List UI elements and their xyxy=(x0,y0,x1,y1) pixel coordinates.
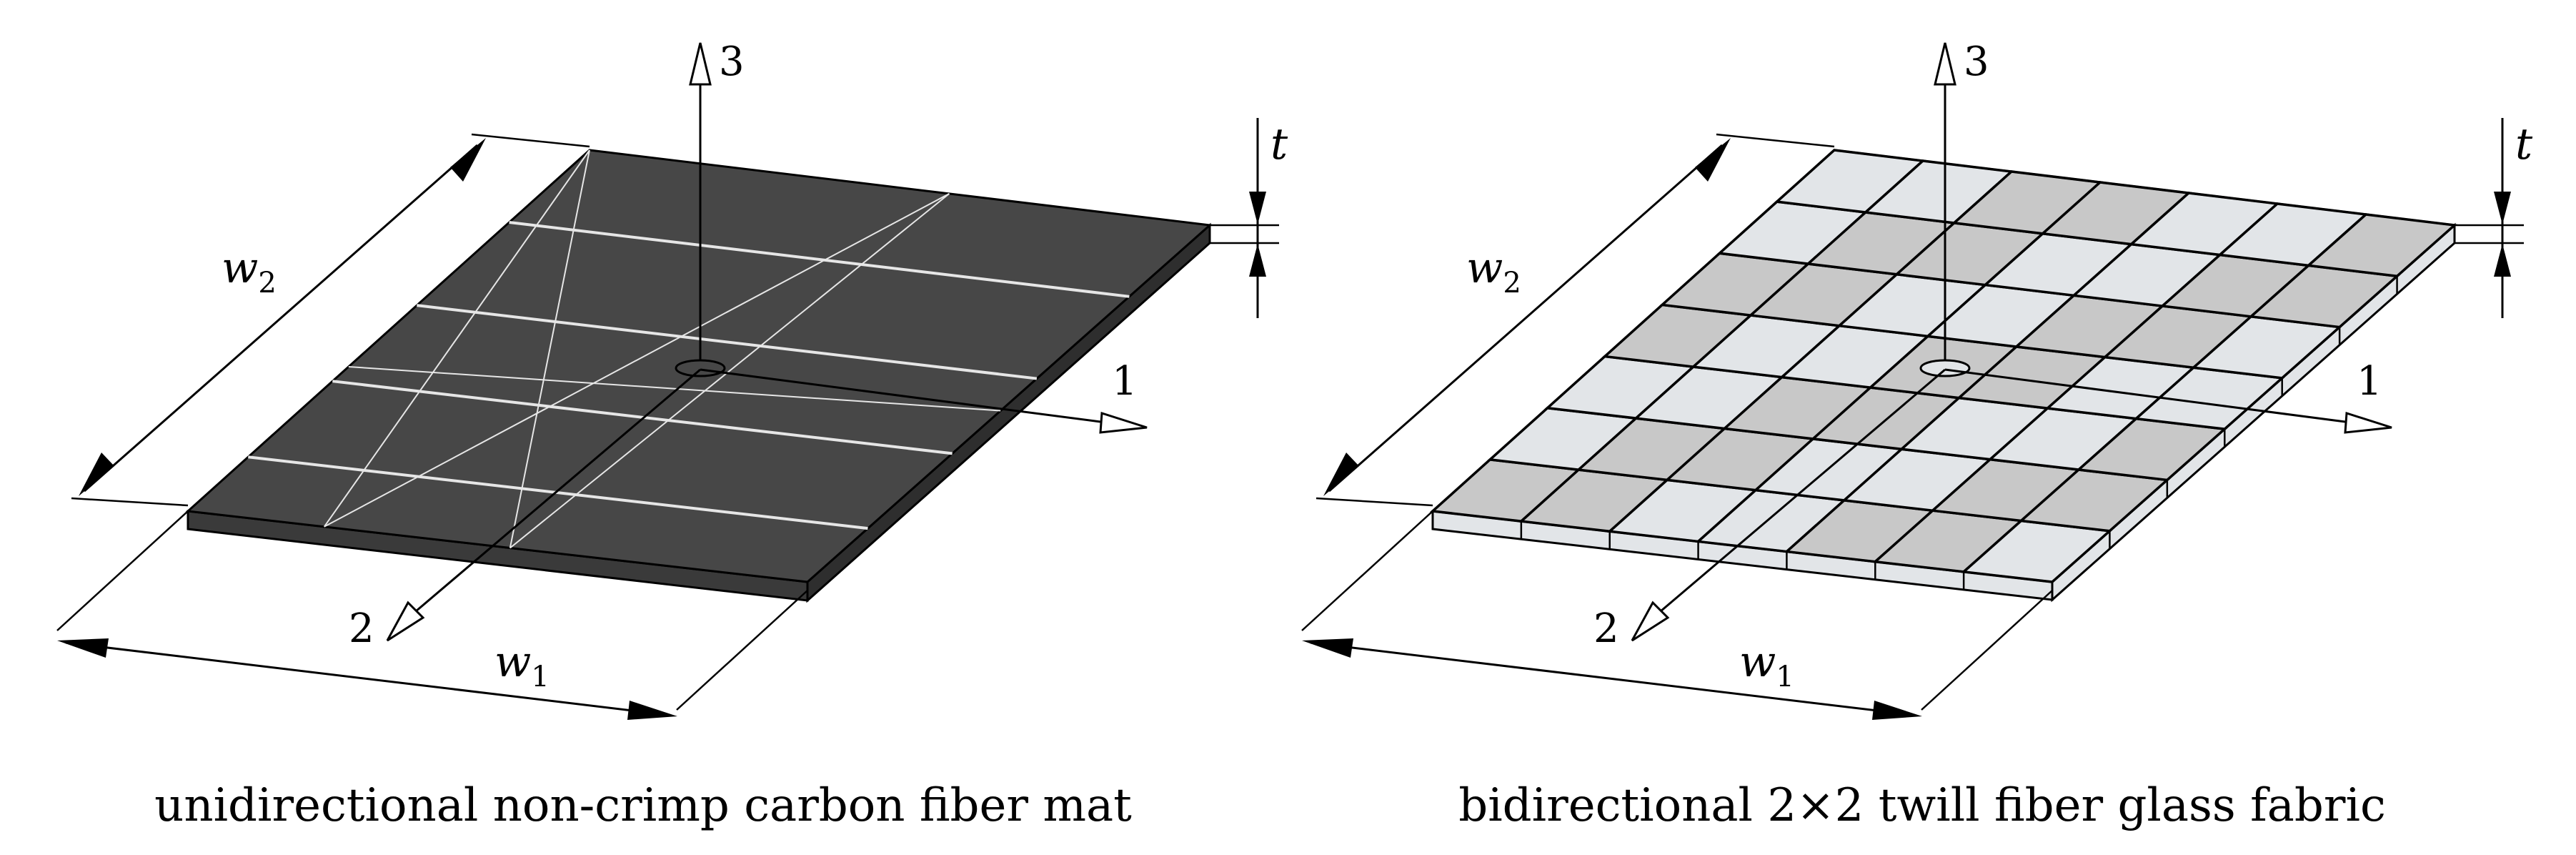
left-w1-label: w1 xyxy=(494,637,549,693)
right-axis-3-arrowhead xyxy=(1934,42,1956,86)
right-axis-3-label: 3 xyxy=(1964,39,1989,85)
right-axis-2-line xyxy=(1660,368,1946,613)
right-w1-arrow-b xyxy=(1872,701,1922,720)
left-axis-2-label: 2 xyxy=(349,606,374,652)
stitch-line xyxy=(323,149,590,528)
right-fabric-tiles xyxy=(1429,149,2458,603)
right-panel: 3 1 2 w1 w2 t bidirectional 2×2 twill f xyxy=(1301,39,2533,832)
left-t-arrow-bottom xyxy=(1249,244,1266,277)
stitch-line xyxy=(348,366,1001,412)
left-axis-2-line xyxy=(415,368,701,613)
left-w2-arrow-a xyxy=(79,453,114,496)
right-t-label: t xyxy=(2515,119,2533,169)
right-axis-2-label: 2 xyxy=(1593,606,1619,652)
right-w2-extension-b xyxy=(1716,133,1835,148)
right-w1-label: w1 xyxy=(1739,637,1794,693)
left-w2-arrow-b xyxy=(450,138,486,182)
left-w1-arrow-a xyxy=(57,638,109,658)
left-w1-dimension-line xyxy=(65,641,669,716)
right-w2-label: w2 xyxy=(1466,243,1521,300)
right-t-arrow-top xyxy=(2494,192,2511,224)
left-axis-3-label: 3 xyxy=(719,39,745,85)
right-t-arrow-bottom xyxy=(2494,244,2511,277)
left-w2-extension-b xyxy=(471,133,590,148)
right-w1-extension-a xyxy=(1301,510,1433,631)
fiber-line xyxy=(332,380,953,455)
right-w2-arrow-a xyxy=(1323,453,1359,496)
left-w2-dimension-line xyxy=(84,144,478,493)
left-t-arrow-top xyxy=(1249,192,1266,224)
left-axis-1-arrowhead xyxy=(1099,411,1148,434)
stitch-line xyxy=(509,193,950,549)
right-axis-1-label: 1 xyxy=(2357,358,2382,405)
right-w2-dimension-line xyxy=(1328,144,1723,493)
fiber-line xyxy=(417,304,1038,380)
left-axis-1-label: 1 xyxy=(1112,358,1138,405)
right-w2-extension-a xyxy=(1316,497,1433,507)
left-t-label: t xyxy=(1270,119,1288,169)
fiber-line xyxy=(248,455,868,530)
stitch-line xyxy=(324,193,950,528)
left-caption: unidirectional non-crimp carbon fiber ma… xyxy=(154,779,1132,832)
right-axis-1-line xyxy=(1944,368,2346,423)
right-caption: bidirectional 2×2 twill fiber glass fabr… xyxy=(1458,779,2386,832)
left-origin-marker xyxy=(675,359,726,377)
right-axis-1-arrowhead xyxy=(2344,411,2392,434)
left-w1-extension-a xyxy=(56,510,189,631)
right-w1-arrow-a xyxy=(1302,638,1353,658)
right-w2-arrow-b xyxy=(1695,138,1731,182)
left-w2-label: w2 xyxy=(222,243,277,300)
right-origin-marker xyxy=(1919,359,1971,377)
left-panel: 3 1 2 w1 w2 t unidirectional non-crimp xyxy=(56,39,1288,832)
left-axis-1-line xyxy=(700,368,1101,423)
left-w2-extension-a xyxy=(71,497,189,507)
right-w1-dimension-line xyxy=(1310,641,1914,716)
fiber-line xyxy=(509,221,1130,298)
left-axis-3-arrowhead xyxy=(689,42,712,86)
left-axis-2-arrowhead xyxy=(386,601,425,642)
right-axis-2-arrowhead xyxy=(1631,601,1670,642)
stitch-line xyxy=(509,149,590,548)
right-w1-extension-b xyxy=(1921,590,2053,711)
left-w1-arrow-b xyxy=(627,701,677,720)
left-fiber-lines xyxy=(248,149,1130,549)
left-w1-extension-b xyxy=(676,590,808,711)
